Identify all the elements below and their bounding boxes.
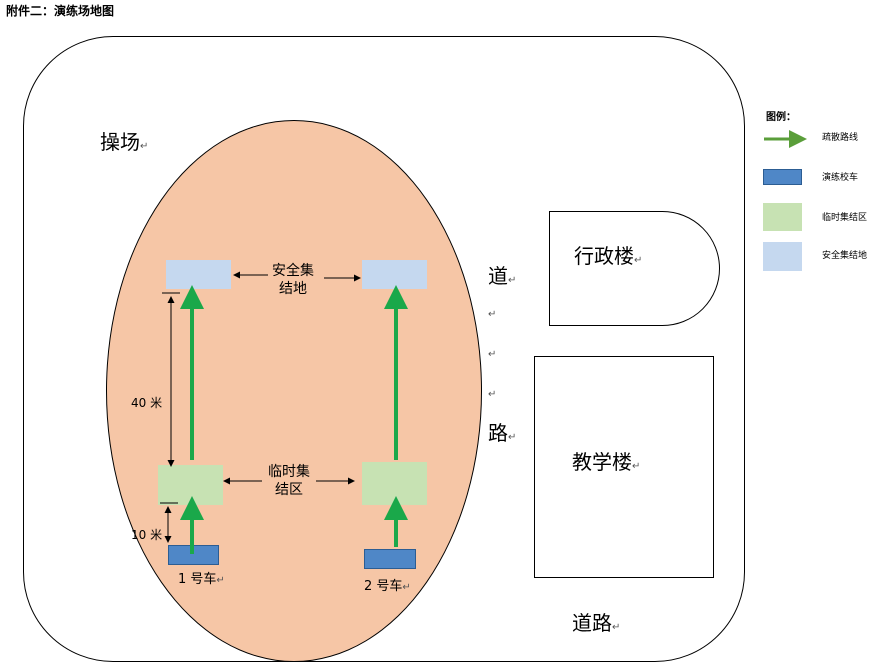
legend-label-safe-area: 安全集结地 <box>822 251 868 261</box>
safe-assembly-text: 安全集 结地 <box>272 263 314 297</box>
legend-title: 图例： <box>766 112 796 123</box>
para-mark: ↵ <box>612 622 621 633</box>
para-mark: ↵ <box>632 461 641 472</box>
legend-swatch-safe-area <box>763 242 802 271</box>
para-mark-3: ↵ <box>488 389 497 400</box>
legend-swatch-bus <box>763 169 802 185</box>
bus-1-label: 1 号车↵ <box>178 568 225 587</box>
playground-text: 操场 <box>100 130 140 154</box>
legend-label-bus: 演练校车 <box>822 173 859 183</box>
temp-assembly-label: 临时集 结区 <box>268 463 310 499</box>
bus-2-label: 2 号车↵ <box>364 575 411 594</box>
bus-2 <box>364 549 416 569</box>
playground-label: 操场↵ <box>100 126 148 155</box>
admin-building <box>549 211 720 326</box>
para-mark: ↵ <box>216 575 225 586</box>
teaching-building-text: 教学楼 <box>572 450 632 474</box>
safe-assembly-area-right <box>362 260 427 289</box>
temp-assembly-text: 临时集 结区 <box>268 464 310 498</box>
road-bottom-text: 道路 <box>572 611 612 635</box>
teaching-building-label: 教学楼↵ <box>572 446 640 475</box>
admin-building-text: 行政楼 <box>574 244 634 268</box>
page-title: 附件二：演练场地图 <box>6 4 115 18</box>
road-side-label-bottom: 路↵ <box>488 417 516 446</box>
admin-building-label: 行政楼↵ <box>574 240 642 269</box>
road-side-label-top: 道↵ <box>488 260 516 289</box>
road-side-text-2: 路 <box>488 421 508 445</box>
distance-40-label: 40 米 <box>131 396 163 410</box>
safe-assembly-label: 安全集 结地 <box>272 262 314 298</box>
campus-boundary <box>23 36 745 662</box>
para-mark-1: ↵ <box>488 309 497 320</box>
para-mark: ↵ <box>508 275 517 286</box>
road-side-text-1: 道 <box>488 264 508 288</box>
para-mark: ↵ <box>140 141 149 152</box>
para-mark: ↵ <box>402 582 411 593</box>
bus-2-text: 2 号车 <box>364 579 403 594</box>
para-mark-2: ↵ <box>488 349 497 360</box>
bus-1-text: 1 号车 <box>178 572 217 587</box>
para-mark: ↵ <box>634 255 643 266</box>
distance-10-label: 10 米 <box>131 528 163 542</box>
legend-label-temp-area: 临时集结区 <box>822 213 868 223</box>
legend-swatch-temp-area <box>763 203 802 231</box>
para-mark: ↵ <box>508 432 517 443</box>
legend-label-evac-route: 疏散路线 <box>822 133 859 143</box>
teaching-building <box>534 356 714 578</box>
road-bottom-label: 道路↵ <box>572 607 620 636</box>
safe-assembly-area-left <box>166 260 231 289</box>
